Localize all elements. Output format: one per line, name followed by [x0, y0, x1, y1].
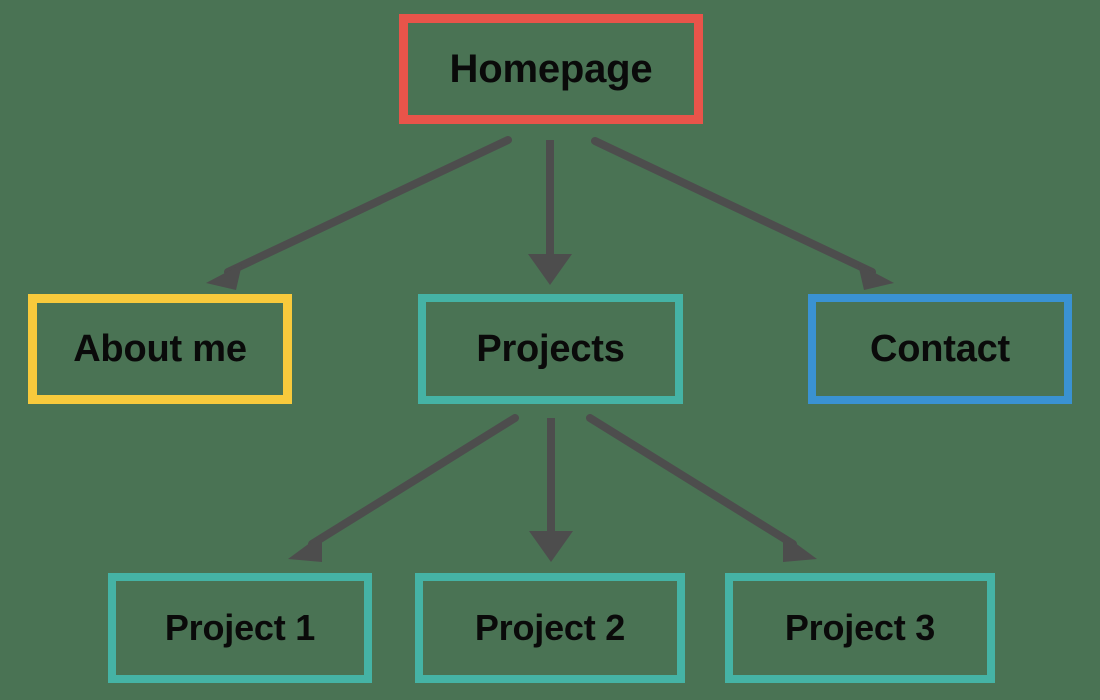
node-contact[interactable]: Contact	[808, 294, 1072, 404]
node-project-3[interactable]: Project 3	[725, 573, 995, 683]
node-project-2-label: Project 2	[474, 607, 626, 648]
node-about-me-label: About me	[73, 328, 247, 370]
node-contact-label: Contact	[869, 328, 1011, 370]
edge-homepage-to-contact	[591, 137, 894, 290]
node-project-1[interactable]: Project 1	[108, 573, 372, 683]
node-homepage[interactable]: Homepage	[399, 14, 703, 124]
node-projects[interactable]: Projects	[418, 294, 683, 404]
edge-projects-to-project-3	[586, 414, 817, 562]
edge-homepage-to-projects	[528, 140, 572, 285]
node-project-2[interactable]: Project 2	[415, 573, 685, 683]
node-homepage-label: Homepage	[449, 47, 653, 91]
edge-projects-to-project-2	[529, 418, 573, 562]
node-about-me[interactable]: About me	[28, 294, 292, 404]
node-projects-label: Projects	[476, 328, 625, 370]
node-project-1-label: Project 1	[164, 607, 316, 648]
node-project-3-label: Project 3	[784, 607, 936, 648]
edge-homepage-to-about	[206, 136, 512, 290]
edge-projects-to-project-1	[288, 414, 519, 562]
